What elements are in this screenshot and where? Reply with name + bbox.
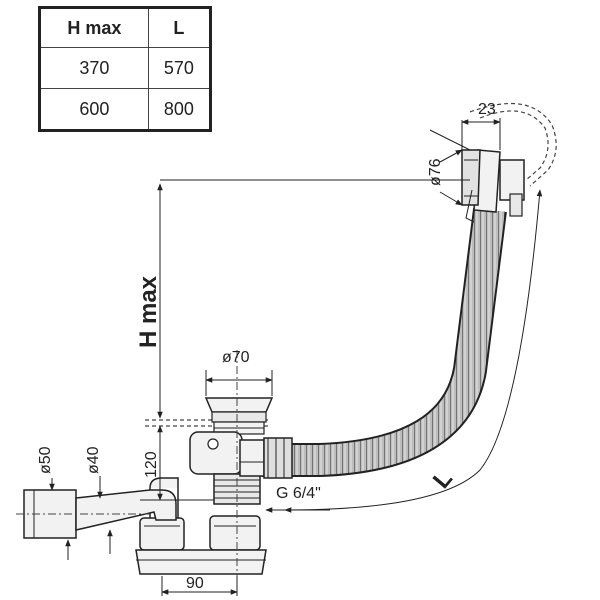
- d76-label: ø76: [427, 158, 444, 186]
- height-120-label: 120: [143, 451, 160, 478]
- length-l-label: L: [428, 465, 458, 494]
- thread-label: G 6/4": [276, 485, 321, 502]
- width-90-label: 90: [186, 575, 204, 592]
- overflow-head: [462, 150, 524, 222]
- d70-label: ø70: [222, 349, 250, 366]
- drain-plug: [206, 398, 272, 434]
- overflow-hose-ribs: [262, 210, 490, 460]
- width-23-label: 23: [478, 101, 496, 118]
- hose-connector: [240, 438, 292, 478]
- d50-label: ø50: [37, 446, 54, 474]
- hmax-label: H max: [135, 275, 162, 348]
- d40-label: ø40: [85, 446, 102, 474]
